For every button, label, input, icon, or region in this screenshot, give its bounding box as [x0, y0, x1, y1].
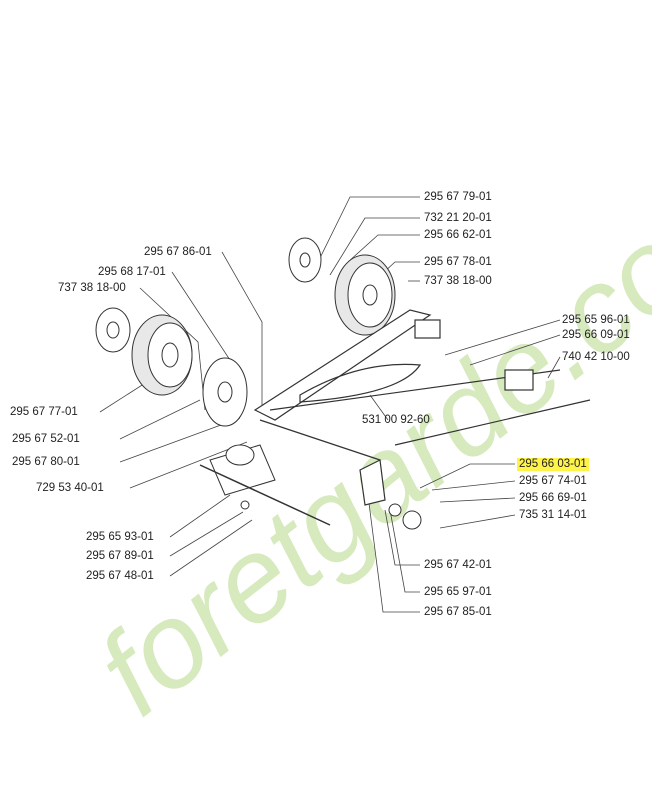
- part-label: 729 53 40-01: [36, 482, 104, 494]
- part-label: 295 67 86-01: [144, 246, 212, 258]
- part-label: 531 00 92-60: [362, 414, 430, 426]
- leader-lines: [99, 196, 561, 613]
- right-wheel-assembly: [288, 237, 396, 336]
- part-label: 295 67 89-01: [86, 550, 154, 562]
- part-label: 740 42 10-00: [562, 351, 630, 363]
- axle-frame: [253, 309, 591, 506]
- left-wheel-assembly: [95, 307, 248, 427]
- part-label: 295 67 74-01: [519, 475, 587, 487]
- part-label: 295 67 48-01: [86, 570, 154, 582]
- highlighted-part-label: 295 66 03-01: [517, 458, 589, 471]
- part-label: 295 66 62-01: [424, 229, 492, 241]
- watermark: foretgarde.com: [74, 138, 652, 740]
- part-label: 295 66 69-01: [519, 492, 587, 504]
- drive-gear: [402, 510, 422, 530]
- part-label: 295 67 77-01: [10, 406, 78, 418]
- part-label: 295 67 85-01: [424, 606, 492, 618]
- part-label: 295 65 97-01: [424, 586, 492, 598]
- part-label: 295 65 93-01: [86, 531, 154, 543]
- part-label: 295 66 09-01: [562, 329, 630, 341]
- gearbox: [199, 444, 422, 530]
- part-label: 295 67 78-01: [424, 256, 492, 268]
- part-label: 295 67 79-01: [424, 191, 492, 203]
- part-label: 295 65 96-01: [562, 314, 630, 326]
- part-label: 295 67 42-01: [424, 559, 492, 571]
- watermark-text: foretgarde.com: [74, 138, 652, 740]
- part-label: 295 67 80-01: [12, 456, 80, 468]
- part-label: 735 31 14-01: [519, 509, 587, 521]
- part-label: 737 38 18-00: [58, 282, 126, 294]
- part-label: 732 21 20-01: [424, 212, 492, 224]
- part-label: 737 38 18-00: [424, 275, 492, 287]
- part-label: 295 67 52-01: [12, 433, 80, 445]
- part-label: 295 68 17-01: [98, 266, 166, 278]
